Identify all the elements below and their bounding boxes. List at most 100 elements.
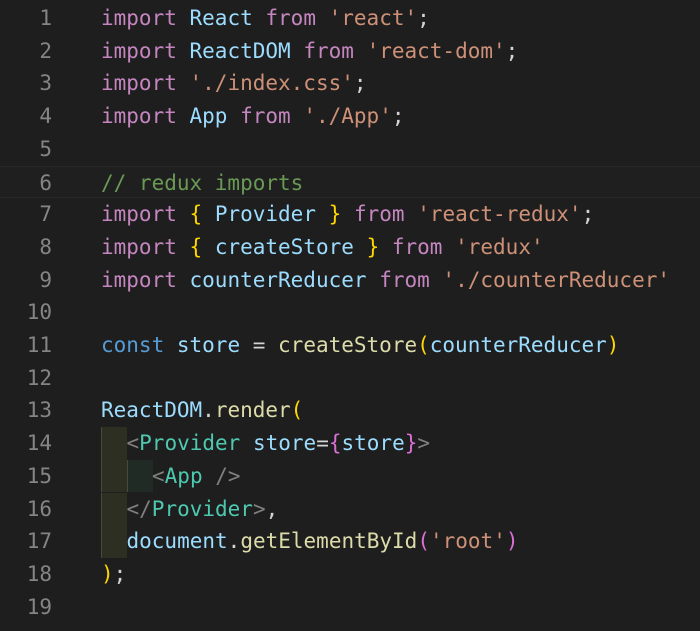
code-token: import [101,6,177,30]
code-token: React [189,6,253,30]
indent-guide [101,492,127,526]
code-line[interactable]: 12 [0,362,700,395]
code-token: // redux imports [101,170,304,195]
code-token [227,104,240,128]
code-token: < [152,463,165,488]
code-token [379,235,392,259]
code-token: from [379,267,430,292]
code-token: 'root' [429,529,506,554]
line-number: 8 [39,234,52,259]
code-token: import [101,71,177,96]
line-number: 12 [26,365,52,390]
code-line[interactable]: 19 [0,591,700,624]
code-text: ); [101,558,126,591]
code-token [430,268,443,292]
code-token: './App' [303,104,392,129]
code-line[interactable]: 17 document.getElementById('root') [0,525,700,558]
code-token: </ [126,496,152,521]
code-token: 'react' [328,6,418,30]
line-number: 5 [39,136,52,161]
code-token: ( [417,529,430,554]
code-token: = [240,333,279,357]
line-number: 11 [26,333,52,357]
code-text: import counterReducer from './counterRed… [101,264,670,297]
code-line[interactable]: 15 <App /> [0,459,700,493]
code-text: <App /> [152,460,241,493]
code-token: ; [113,561,127,586]
code-token: , [265,496,279,521]
code-token [316,6,329,30]
line-number: 3 [39,71,52,96]
line-number: 15 [26,463,52,488]
code-token: store [176,333,241,357]
code-token [316,202,329,226]
code-token: ; [581,202,595,227]
code-text: ReactDOM.render( [101,394,303,427]
code-token: './index.css' [189,71,354,96]
code-token: > [417,431,431,456]
code-token: import [101,104,177,129]
code-token: Provider [214,202,316,227]
code-token [177,104,190,128]
code-line[interactable]: 8 import { createStore } from 'redux' [0,231,700,264]
code-token: ; [391,104,405,129]
code-token: createStore [214,234,354,259]
code-token [177,6,190,30]
code-text: import { createStore } from 'redux' [101,231,544,264]
code-token: { [189,202,203,227]
code-token: ; [353,71,367,96]
code-token: const [101,333,165,357]
line-number: 16 [26,496,52,521]
code-token: /> [215,463,241,488]
code-text: document.getElementById('root') [127,525,519,558]
code-token: } [404,431,418,456]
code-token [240,431,253,455]
code-token: './counterReducer' [442,267,670,292]
code-token: render [214,398,291,423]
code-token: > [252,496,266,521]
code-token: 'react-dom' [366,38,506,63]
code-token [291,104,304,128]
code-token: from [265,6,316,30]
code-token [164,333,177,357]
code-text: import './index.css'; [101,67,367,100]
line-number: 2 [39,38,52,63]
code-token [203,464,216,488]
code-line[interactable]: 3 import './index.css'; [0,67,700,100]
code-text: </Provider>, [127,493,279,526]
line-number: 17 [26,529,52,554]
indent-guide [101,459,127,493]
code-line[interactable]: 5 [0,133,700,166]
code-line[interactable]: 11 const store = createStore(counterReduc… [0,329,700,362]
code-token: App [164,463,203,488]
code-token: counterReducer [189,267,367,292]
code-token: from [303,38,354,63]
code-line[interactable]: 14<Provider store={store}> [0,427,700,460]
code-token: . [227,529,241,554]
code-token: from [240,104,291,129]
code-line[interactable]: 18); [0,558,700,591]
line-number: 13 [26,398,52,423]
code-token [177,202,190,226]
code-line[interactable]: 16 </Provider>, [0,492,700,526]
code-text: const store = createStore(counterReducer… [101,329,619,362]
code-token: ( [417,333,430,357]
line-number: 7 [39,202,52,227]
code-token: < [126,431,140,456]
code-line[interactable]: 10 [0,296,700,329]
code-line[interactable]: 6// redux imports [0,165,700,199]
line-number: 4 [39,104,52,129]
code-token [177,39,190,63]
code-token: Provider [139,431,241,456]
code-token: import [101,38,177,63]
code-line[interactable]: 13 ReactDOM.render( [0,394,700,427]
code-token [367,268,380,292]
code-token [253,6,266,30]
code-token: } [366,234,380,259]
